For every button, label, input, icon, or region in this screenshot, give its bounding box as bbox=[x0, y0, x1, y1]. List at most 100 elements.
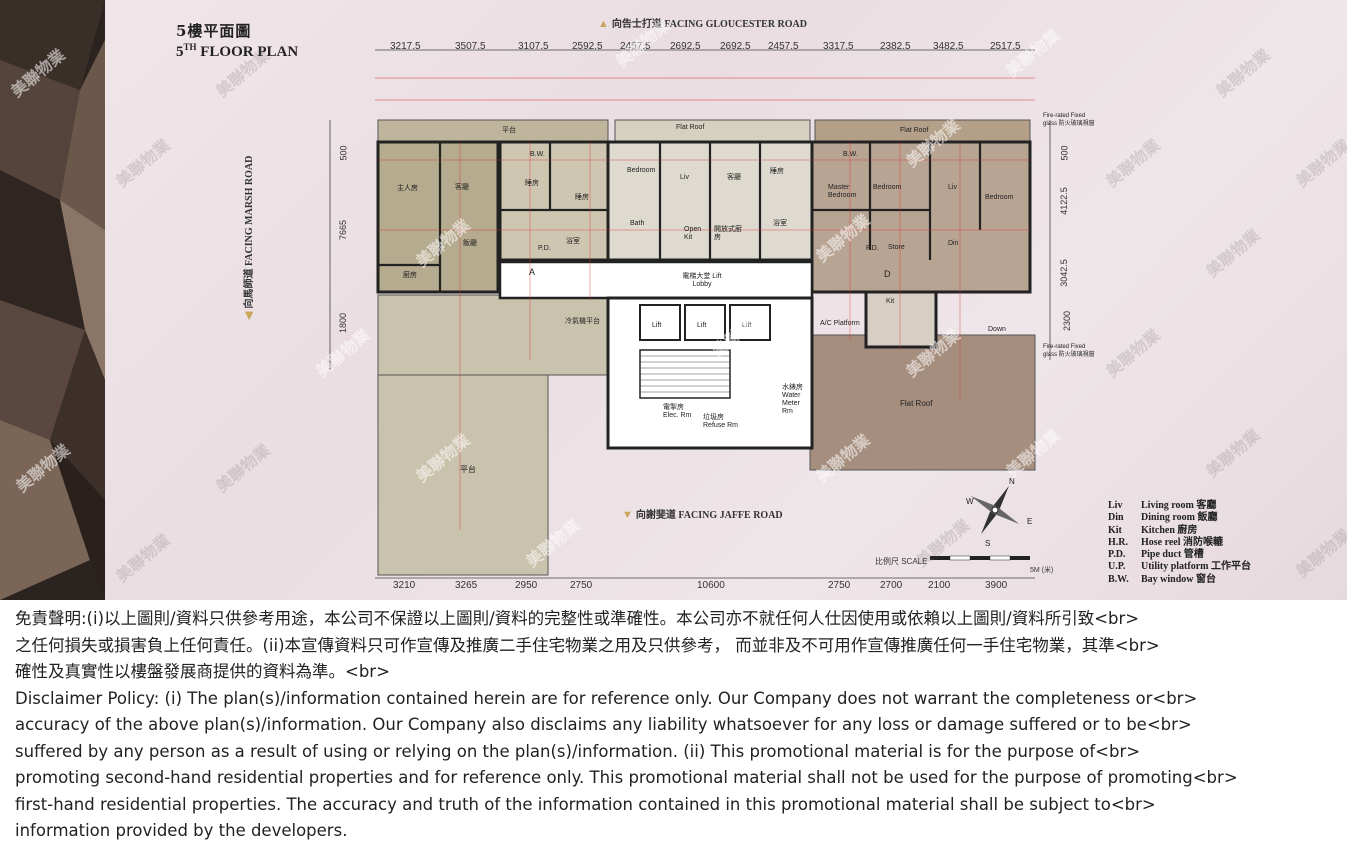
compass-n: N bbox=[1009, 477, 1015, 486]
disclaimer-line: information provided by the developers. bbox=[15, 821, 348, 840]
disclaimer-line: suffered by any person as a result of us… bbox=[15, 741, 1141, 761]
dim-left-3: 1800 bbox=[338, 312, 349, 334]
disclaimer-line: accuracy of the above plan(s)/informatio… bbox=[15, 715, 1192, 734]
room-flat-roof-big: Flat Roof bbox=[900, 399, 933, 408]
label-kit-d: Kit bbox=[886, 298, 895, 305]
dim-top-5: 2457.5 bbox=[620, 41, 651, 52]
floor-plan-drawing bbox=[329, 49, 1051, 579]
disclaimer-line: 之任何損失或損害負上任何責任。(ii)本宣傳資料只可作宣傳及推廣二手住宅物業之用… bbox=[15, 635, 1160, 655]
disclaimer-line: first-hand residential properties. The a… bbox=[15, 794, 1156, 814]
room-flatroof-top2: Flat Roof bbox=[900, 127, 929, 134]
dim-bottom-9: 3900 bbox=[985, 580, 1008, 591]
floor-plan-title-en: 5TH FLOOR PLAN bbox=[176, 42, 299, 60]
dim-top-9: 3317.5 bbox=[823, 41, 854, 52]
dim-bottom-2: 3265 bbox=[455, 580, 478, 591]
room-bedroom-d1: Bedroom bbox=[873, 184, 902, 191]
room-refuse: 垃圾房 Refuse Rm bbox=[703, 414, 739, 429]
dim-left-2: 7665 bbox=[338, 219, 349, 241]
room-lift-3: Lift bbox=[742, 322, 752, 329]
room-master-cn: 主人房 bbox=[397, 185, 418, 192]
dim-bottom-7: 2700 bbox=[880, 580, 903, 591]
disclaimer-line: promoting second-hand residential proper… bbox=[15, 768, 1238, 787]
dim-top-4: 2592.5 bbox=[572, 41, 603, 52]
compass-e: E bbox=[1027, 517, 1033, 526]
note-fire-glass-bottom: Fire-rated Fixed glass 防火玻璃視窗 bbox=[1043, 344, 1095, 358]
room-living-cn: 客廳 bbox=[455, 184, 469, 191]
room-bedroom-c-cn: 睡房 bbox=[770, 168, 784, 175]
room-down: Down bbox=[988, 326, 1006, 333]
room-liv-c: Liv bbox=[680, 174, 689, 181]
room-dining-cn: 飯廳 bbox=[463, 240, 477, 247]
room-living-c-cn: 客廳 bbox=[727, 174, 741, 181]
room-flatroof-top: Flat Roof bbox=[676, 124, 705, 131]
dim-bottom-6: 2750 bbox=[828, 580, 851, 591]
label-bw-2: B.W. bbox=[843, 151, 858, 158]
dim-right-1: 500 bbox=[1059, 145, 1070, 161]
dim-top-2: 3507.5 bbox=[455, 41, 486, 52]
room-kitchen-cn: 廚房 bbox=[403, 272, 417, 279]
legend-row: B.W.Bay window 窗台 bbox=[1108, 573, 1217, 585]
label-pd-1: P.D. bbox=[538, 245, 551, 252]
dim-top-3: 3107.5 bbox=[518, 41, 549, 52]
compass-w: W bbox=[966, 497, 974, 506]
compass-rose bbox=[970, 485, 1020, 535]
room-lift-2: Lift bbox=[697, 322, 707, 329]
room-bedroom-d2: Bedroom bbox=[985, 194, 1014, 201]
disclaimer-line: 免責聲明:(i)以上圖則/資料只供參考用途，本公司不保證以上圖則/資料的完整性或… bbox=[15, 609, 1140, 628]
room-liv-d: Liv bbox=[948, 184, 957, 191]
compass-s: S bbox=[985, 539, 991, 548]
dim-bottom-3: 2950 bbox=[515, 580, 538, 591]
dim-right-2: 4122.5 bbox=[1058, 187, 1069, 215]
room-water-meter: 水錶房 Water Meter Rm bbox=[782, 384, 803, 415]
room-bedroom-b2-cn: 睡房 bbox=[575, 194, 589, 201]
unit-d-marker: D bbox=[884, 269, 891, 279]
room-terrace-top-cn: 平台 bbox=[502, 127, 516, 134]
note-fire-glass-top: Fire-rated Fixed glass 防火玻璃視窗 bbox=[1043, 113, 1095, 127]
legend-row: P.D.Pipe duct 管槽 bbox=[1108, 549, 1204, 561]
floor-plan-title-cn: 5樓平面圖 bbox=[176, 22, 252, 40]
dim-top-6: 2692.5 bbox=[670, 41, 701, 52]
room-open-kit: Open Kit bbox=[684, 226, 702, 241]
dim-bottom-4: 2750 bbox=[570, 580, 593, 591]
dim-top-1: 3217.5 bbox=[390, 41, 421, 52]
room-bath-c-cn: 浴室 bbox=[773, 220, 787, 227]
dim-right-4: 2300 bbox=[1062, 310, 1073, 332]
disclaimer-text: 免責聲明:(i)以上圖則/資料只供參考用途，本公司不保證以上圖則/資料的完整性或… bbox=[15, 606, 1345, 845]
decorative-side-band bbox=[0, 0, 105, 600]
label-bw-1: B.W. bbox=[530, 151, 545, 158]
room-store: Store bbox=[888, 244, 905, 251]
dim-left-1: 500 bbox=[338, 145, 349, 161]
legend-row: U.P.Utility platform 工作平台 bbox=[1108, 561, 1251, 573]
scale-end-label: 5M (米) bbox=[1030, 567, 1054, 574]
disclaimer-line: 確性及真實性以樓盤發展商提供的資料為準。<br> bbox=[15, 662, 390, 681]
room-ac-platform: A/C Platform bbox=[820, 320, 860, 327]
dim-right-3: 3042.5 bbox=[1058, 259, 1069, 287]
facing-south-label: ▼向謝斐道 FACING JAFFE ROAD bbox=[622, 509, 783, 521]
dim-top-11: 3482.5 bbox=[933, 41, 964, 52]
unit-a-marker: A bbox=[529, 267, 536, 277]
scale-label: 比例尺 SCALE bbox=[875, 557, 928, 566]
dim-bottom-8: 2100 bbox=[928, 580, 951, 591]
room-bath-c: Bath bbox=[630, 220, 645, 227]
facing-north-label: ▲向告士打道 FACING GLOUCESTER ROAD bbox=[598, 18, 807, 30]
dim-bottom-5: 10600 bbox=[697, 580, 725, 591]
room-open-kit-cn: 開放式廚房 bbox=[714, 226, 742, 241]
disclaimer-line: Disclaimer Policy: (i) The plan(s)/infor… bbox=[15, 688, 1198, 708]
room-terrace-big-cn: 平台 bbox=[460, 465, 476, 474]
room-master-bedroom-d: Master Bedroom bbox=[828, 184, 857, 199]
legend-row: H.R.Hose reel 消防喉轆 bbox=[1108, 536, 1224, 548]
label-pd-2: P.D. bbox=[866, 245, 879, 252]
room-elec: 電掣房 Elec. Rm bbox=[663, 404, 692, 419]
dim-top-8: 2457.5 bbox=[768, 41, 799, 52]
room-bath-b-cn: 浴室 bbox=[566, 238, 580, 245]
dim-bottom-1: 3210 bbox=[393, 580, 416, 591]
room-bedroom-b1-cn: 睡房 bbox=[525, 180, 539, 187]
dim-top-10: 2382.5 bbox=[880, 41, 911, 52]
room-lift-lobby: 電梯大堂 Lift Lobby bbox=[682, 273, 722, 288]
room-ac-platform-cn: 冷氣機平台 bbox=[565, 318, 600, 325]
dim-top-12: 2517.5 bbox=[990, 41, 1021, 52]
